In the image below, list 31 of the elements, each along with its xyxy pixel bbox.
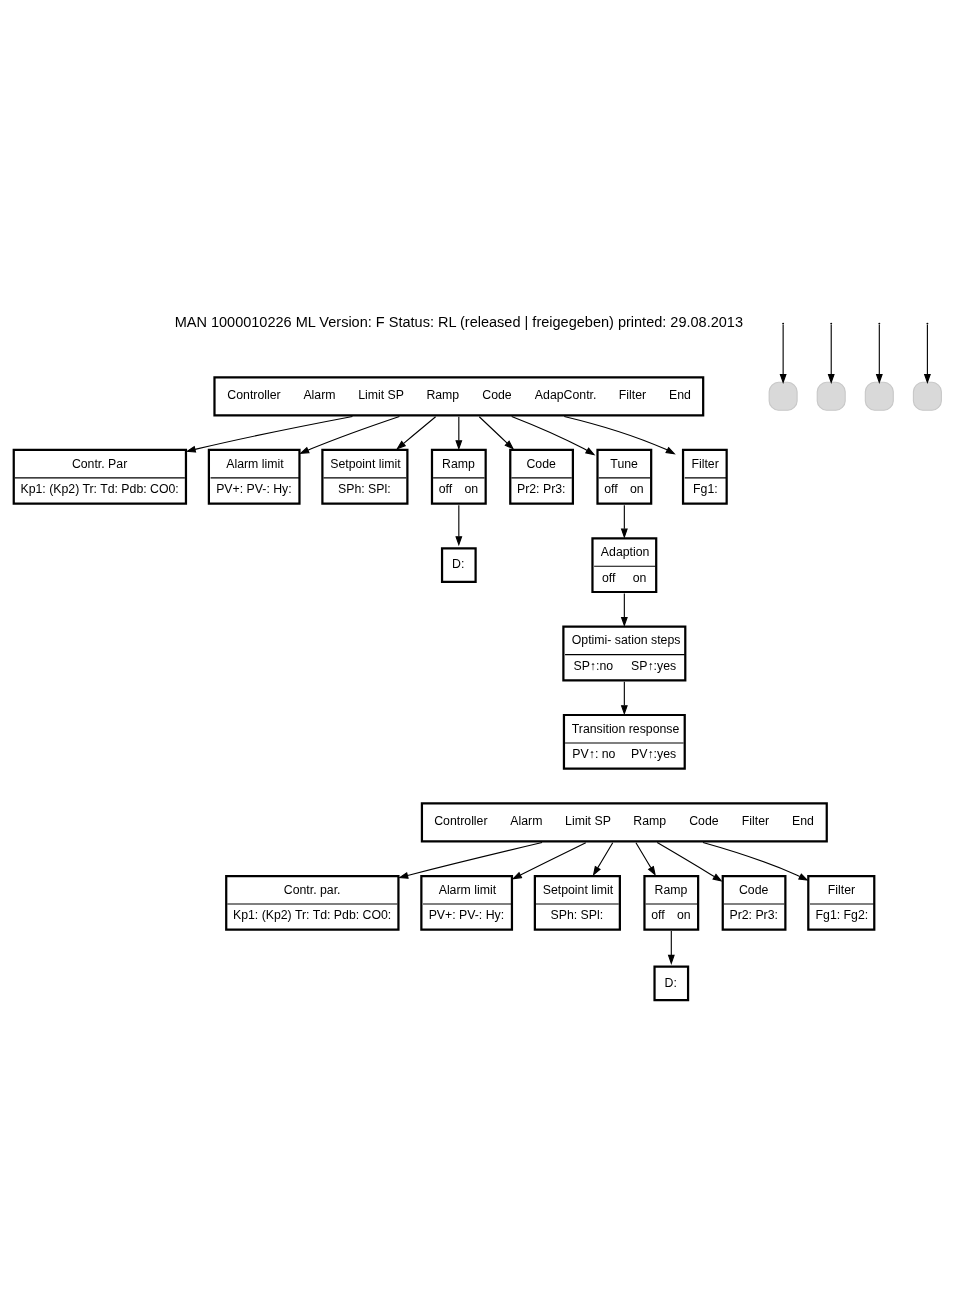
arrow xyxy=(563,415,676,455)
arrow xyxy=(511,842,587,880)
arrow xyxy=(478,416,515,450)
arrow xyxy=(875,324,883,384)
node-box: D: xyxy=(440,547,477,584)
arrow xyxy=(656,842,723,882)
node-box: Controller Alarm Limit SP Ramp Code AdapContr. Filter End xyxy=(213,376,705,417)
arrow xyxy=(396,416,437,450)
arrow xyxy=(923,324,931,384)
node-box: D: xyxy=(653,965,690,1002)
arrow xyxy=(455,416,463,451)
arrow xyxy=(185,415,353,453)
arrow xyxy=(779,324,787,384)
node-box xyxy=(816,381,846,411)
arrow xyxy=(620,681,628,716)
arrow xyxy=(620,504,628,539)
arrow xyxy=(827,324,835,384)
arrow xyxy=(635,842,656,877)
node-box: Controller Alarm Limit SP Ramp Code Filter End xyxy=(420,802,828,843)
arrow xyxy=(620,592,628,627)
arrow xyxy=(455,504,463,547)
arrow xyxy=(299,416,400,454)
node-box xyxy=(864,381,894,411)
node-box xyxy=(912,381,942,411)
label: MAN 1000010226 ML Version: F Status: RL (released | freigegeben) printed: 29.08.2013 xyxy=(174,314,744,331)
arrow xyxy=(511,415,596,456)
arrow xyxy=(592,842,614,877)
arrow xyxy=(667,930,675,965)
arrow xyxy=(398,841,543,879)
node-box xyxy=(768,381,798,411)
arrow xyxy=(702,841,809,881)
